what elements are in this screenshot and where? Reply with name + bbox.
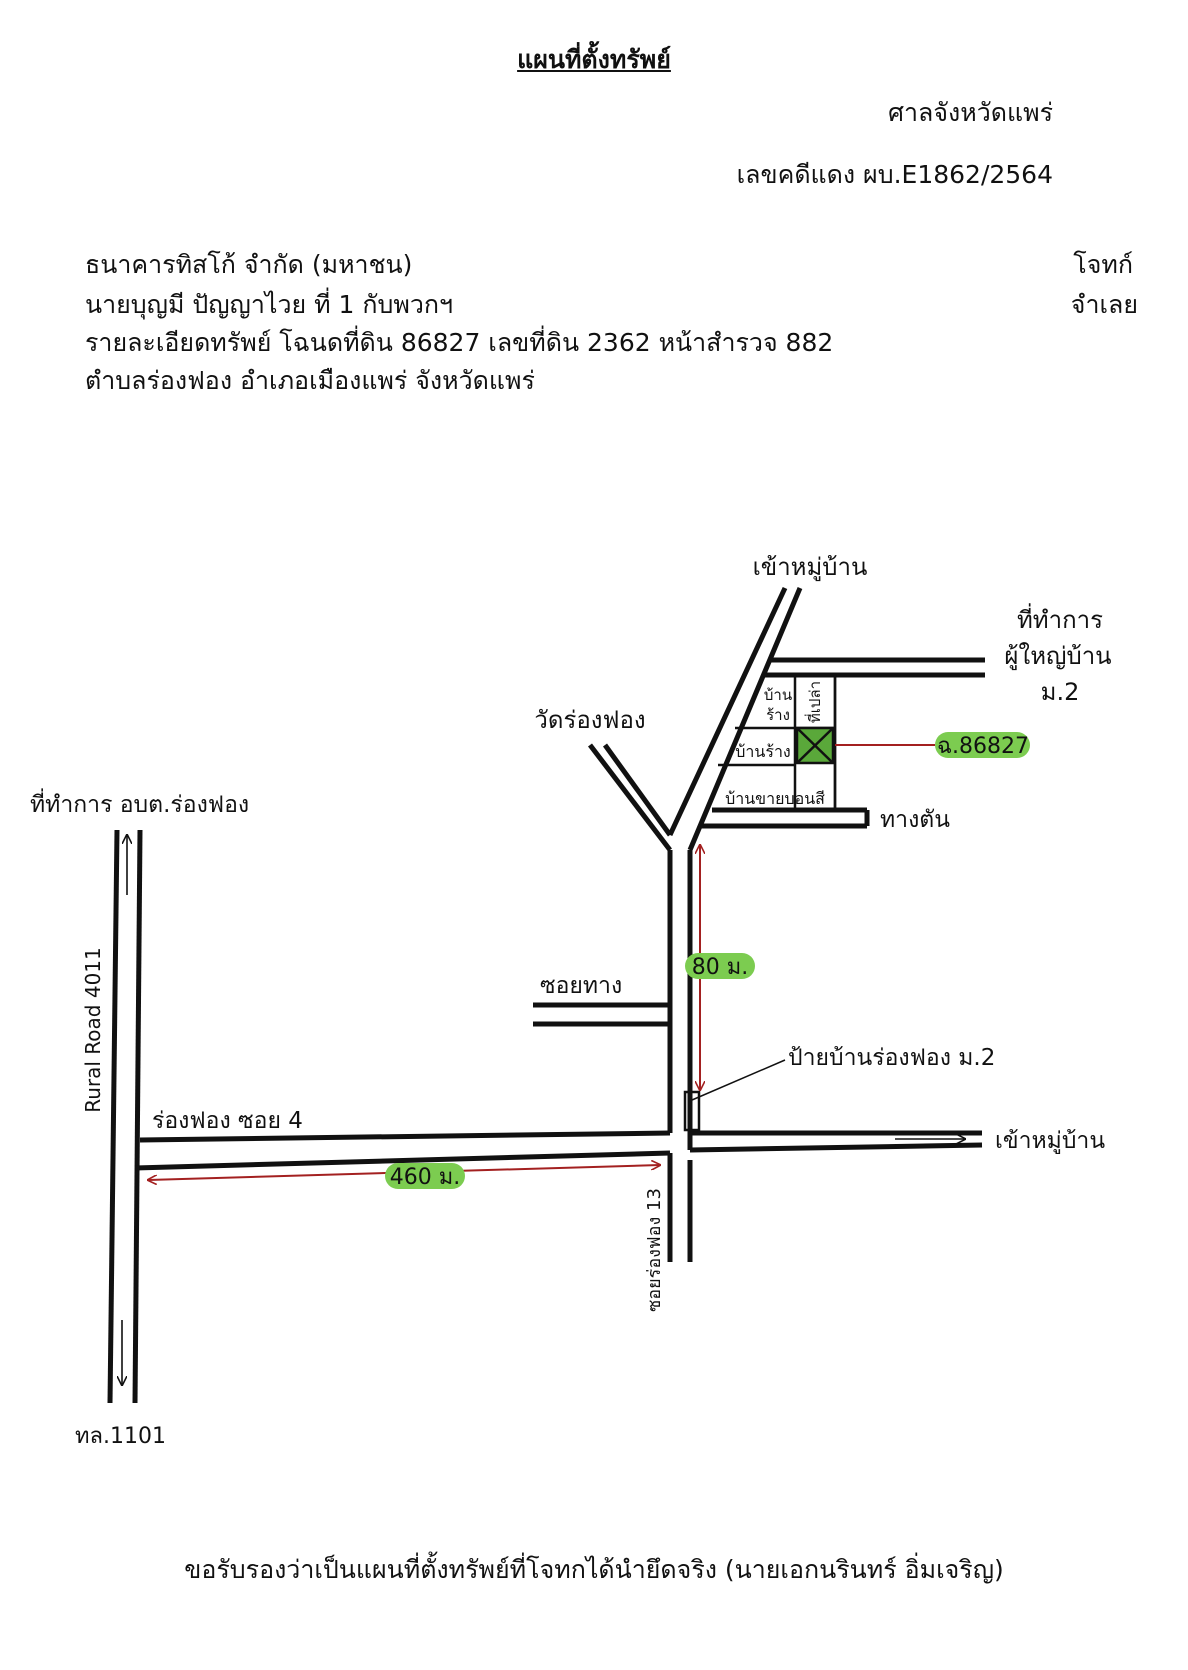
- label-house-abandoned-2: ร้าง: [766, 706, 790, 724]
- label-soi4: ร่องฟอง ซอย 4: [152, 1108, 303, 1134]
- label-shortcut: ซอยทาง: [540, 973, 622, 999]
- label-paint-shop: บ้านขายบอนสี: [725, 789, 825, 808]
- plaintiff-role: โจทก์: [1073, 250, 1133, 279]
- plaintiff-name: ธนาคารทิสโก้ จำกัด (มหาชน): [85, 250, 413, 279]
- label-distance-460: 460 ม.: [390, 1165, 460, 1190]
- label-house-abandoned: บ้านร้าง: [735, 742, 790, 761]
- defendant-name: นายบุญมี ปัญญาไวย ที่ 1 กับพวกฯ: [85, 290, 454, 319]
- deed-highlight: [935, 732, 1030, 758]
- label-house-abandoned-1: บ้าน: [764, 686, 792, 704]
- label-highway: ทล.1101: [75, 1424, 166, 1449]
- target-parcel: [795, 726, 835, 765]
- document-title: แผนที่ตั้งทรัพย์: [517, 45, 671, 74]
- certification-text: ขอรับรองว่าเป็นแผนที่ตั้งทรัพย์ที่โจทกได…: [184, 1555, 1004, 1584]
- label-headman-office-2: ผู้ใหญ่บ้าน: [1004, 642, 1111, 671]
- label-headman-office-1: ที่ทำการ: [1017, 603, 1103, 634]
- label-rural-road: Rural Road 4011: [81, 947, 105, 1113]
- label-dead-end: ทางตัน: [880, 807, 950, 833]
- label-deed-number: ฉ.86827: [937, 734, 1029, 759]
- label-soi13: ซอยร่องฟอง 13: [644, 1188, 665, 1312]
- label-distance-80: 80 ม.: [692, 955, 748, 980]
- label-vacant-land: ที่เปล่า: [804, 681, 824, 723]
- village-sign-marker: [683, 1090, 701, 1132]
- property-detail: รายละเอียดทรัพย์ โฉนดที่ดิน 86827 เลขที่…: [85, 328, 834, 357]
- parcel-plots: [718, 673, 837, 810]
- village-sign-pointer: [691, 1059, 786, 1101]
- court-name: ศาลจังหวัดแพร่: [888, 98, 1053, 127]
- label-tao-office: ที่ทำการ อบต.ร่องฟอง: [30, 788, 249, 818]
- dist-80-highlight: [685, 953, 755, 979]
- case-number: เลขคดีแดง ผบ.E1862/2564: [736, 160, 1053, 189]
- label-to-village-north: เข้าหมู่บ้าน: [753, 553, 868, 582]
- label-temple: วัดร่องฟอง: [534, 706, 645, 734]
- defendant-role: จำเลย: [1070, 290, 1138, 319]
- label-headman-office-3: ม.2: [1041, 678, 1080, 706]
- label-village-sign: ป้ายบ้านร่องฟอง ม.2: [788, 1045, 995, 1071]
- dist-460-highlight: [385, 1163, 465, 1189]
- property-location: ตำบลร่องฟอง อำเภอเมืองแพร่ จังหวัดแพร่: [85, 366, 535, 395]
- label-to-village-east: เข้าหมู่บ้าน: [995, 1128, 1105, 1154]
